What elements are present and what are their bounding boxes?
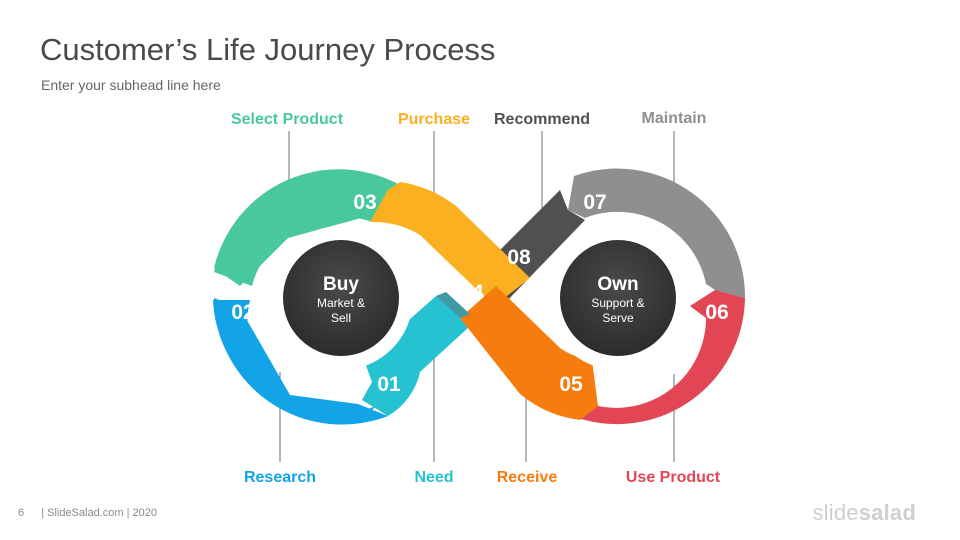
step-number-02: 02 [231,301,254,324]
segment-03-arc [214,179,388,286]
step-label-need: Need [414,469,453,486]
page-subhead: Enter your subhead line here [41,77,221,93]
hub-right [560,240,676,356]
segment-05[interactable] [460,286,598,420]
segment-01[interactable] [362,296,470,416]
slidesalad-logo: slidesalad [812,500,916,526]
crossing-shadow [436,292,470,318]
hub-left-line1: Market & [317,296,365,310]
step-number-05: 05 [559,373,583,396]
segment-06[interactable] [578,290,745,425]
step-number-07: 07 [583,191,606,214]
segment-07[interactable] [568,168,746,298]
hub-right-title: Own [597,274,638,295]
hub-left-line2: Sell [331,311,351,325]
step-label-use-product: Use Product [626,469,721,486]
segment-02-arc [213,300,378,423]
step-number-04: 04 [460,281,484,304]
page-number: 6 [18,507,25,519]
hub-right-line2: Serve [602,311,634,325]
hub-left [283,240,399,356]
step-label-receive: Receive [497,469,558,486]
step-label-select-product: Select Product [231,111,344,128]
segment-04[interactable] [370,182,530,306]
step-number-01: 01 [377,373,401,396]
step-label-purchase: Purchase [398,111,470,128]
step-label-maintain: Maintain [642,110,707,127]
logo-part1: slide [812,500,859,525]
step-number-03: 03 [353,191,376,214]
step-number-08: 08 [507,246,531,269]
hub-left-title: Buy [323,274,359,295]
step-number-06: 06 [705,301,728,324]
footer-text: | SlideSalad.com | 2020 [41,507,157,519]
logo-part2: salad [858,500,916,525]
footer: 6 | SlideSalad.com | 2020 [18,507,157,519]
page-title: Customer’s Life Journey Process [40,32,496,67]
step-label-research: Research [244,469,316,486]
hub-right-line1: Support & [591,296,644,310]
step-label-recommend: Recommend [494,111,590,128]
